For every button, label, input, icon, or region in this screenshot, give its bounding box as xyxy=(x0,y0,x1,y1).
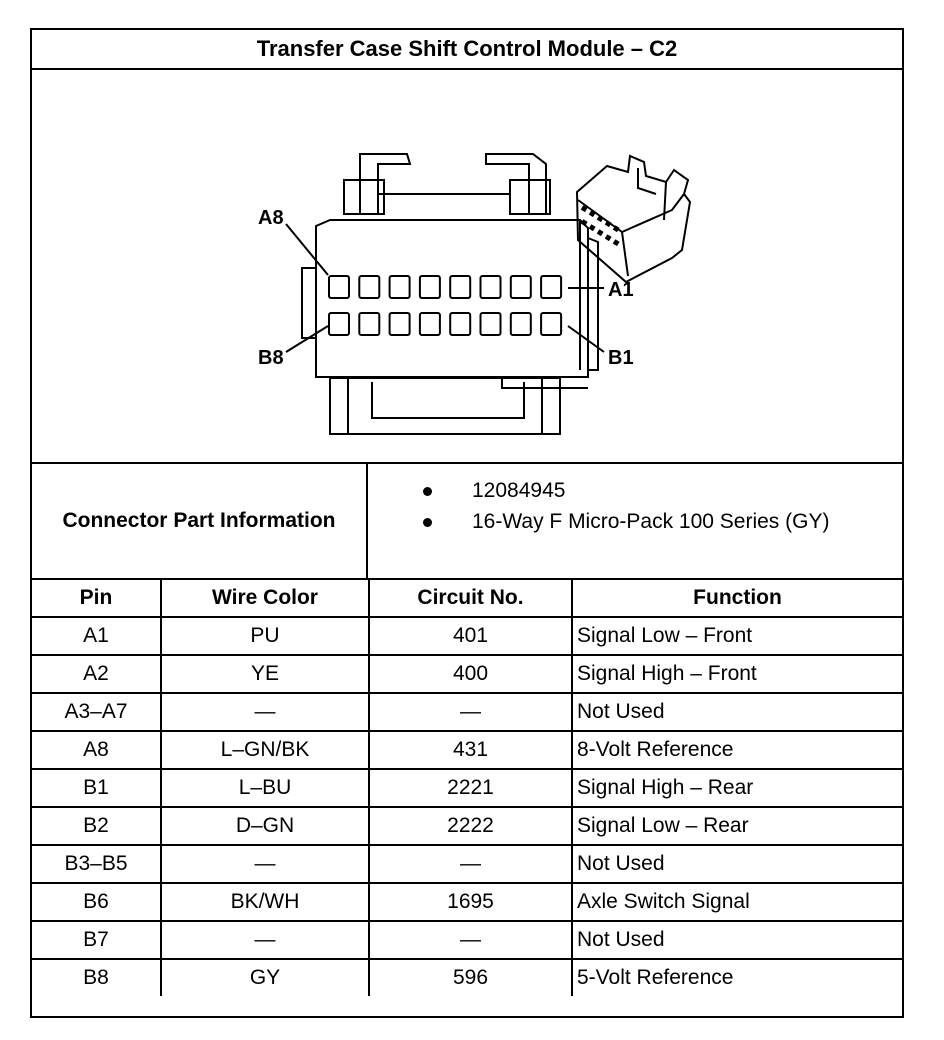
table-row: B7 — — Not Used xyxy=(32,920,902,960)
cavity-row-a-cavity xyxy=(449,275,472,299)
table-row: B1 L–BU 2221 Signal High – Rear xyxy=(32,768,902,808)
cell-function: Not Used xyxy=(571,920,902,960)
cavity-row-a-cavity xyxy=(509,275,532,299)
cell-pin: A8 xyxy=(32,730,162,770)
bullet-icon xyxy=(423,518,432,527)
connector-info-label: Connector Part Information xyxy=(32,464,368,578)
part-number: 12084945 xyxy=(472,479,566,502)
cell-pin: A2 xyxy=(32,654,162,694)
label-a8: A8 xyxy=(258,207,284,229)
cell-circuit: 2222 xyxy=(368,806,573,846)
connector-type-item: 16-Way F Micro-Pack 100 Series (GY) xyxy=(368,507,902,537)
cavity-row-a-cavity xyxy=(388,275,411,299)
cavity-row-b-cavity xyxy=(449,312,472,336)
cell-wire-color: — xyxy=(160,692,370,732)
cavity-row-a-cavity xyxy=(479,275,502,299)
cell-function: Not Used xyxy=(571,692,902,732)
cavity-row-b-cavity xyxy=(388,312,411,336)
label-a1: A1 xyxy=(608,279,634,301)
cell-wire-color: YE xyxy=(160,654,370,694)
cell-wire-color: L–BU xyxy=(160,768,370,808)
cell-wire-color: BK/WH xyxy=(160,882,370,922)
cell-circuit: — xyxy=(368,844,573,884)
connector-drawing: A8 A1 B8 B1 xyxy=(258,153,692,435)
cell-circuit: 596 xyxy=(368,958,573,996)
connector-info-list: 12084945 16-Way F Micro-Pack 100 Series … xyxy=(368,464,902,578)
cell-function: Signal High – Rear xyxy=(571,768,902,808)
cell-wire-color: PU xyxy=(160,616,370,656)
sheet-title: Transfer Case Shift Control Module – C2 xyxy=(32,30,902,70)
cell-function: Signal Low – Front xyxy=(571,616,902,656)
cavity-row-a-cavity xyxy=(540,275,563,299)
cell-circuit: 1695 xyxy=(368,882,573,922)
table-row: A1 PU 401 Signal Low – Front xyxy=(32,616,902,656)
table-row: A2 YE 400 Signal High – Front xyxy=(32,654,902,694)
cavity-row-a-cavity xyxy=(418,275,441,299)
table-row: B3–B5 — — Not Used xyxy=(32,844,902,884)
cell-pin: B8 xyxy=(32,958,162,996)
cell-function: 5-Volt Reference xyxy=(571,958,902,996)
cell-pin: B1 xyxy=(32,768,162,808)
table-header-row: Pin Wire Color Circuit No. Function xyxy=(32,580,902,618)
cell-wire-color: — xyxy=(160,920,370,960)
cell-function: Signal High – Front xyxy=(571,654,902,694)
connector-type: 16-Way F Micro-Pack 100 Series (GY) xyxy=(472,510,830,533)
cell-function: 8-Volt Reference xyxy=(571,730,902,770)
cavity-row-b-cavity xyxy=(328,312,350,336)
cell-function: Not Used xyxy=(571,844,902,884)
cell-pin: B7 xyxy=(32,920,162,960)
header-wire-color: Wire Color xyxy=(160,580,370,618)
cell-pin: A1 xyxy=(32,616,162,656)
cavity-row-b-cavity xyxy=(358,312,381,336)
cell-pin: B6 xyxy=(32,882,162,922)
cavity-row-a-cavity xyxy=(328,275,350,299)
table-row: A8 L–GN/BK 431 8-Volt Reference xyxy=(32,730,902,770)
cell-wire-color: L–GN/BK xyxy=(160,730,370,770)
cell-wire-color: D–GN xyxy=(160,806,370,846)
cavity-row-b-cavity xyxy=(509,312,532,336)
bullet-icon xyxy=(423,487,432,496)
connector-diagram: A8 A1 B8 B1 xyxy=(32,70,902,464)
cell-pin: B2 xyxy=(32,806,162,846)
cell-wire-color: — xyxy=(160,844,370,884)
connector-sheet: Transfer Case Shift Control Module – C2 xyxy=(30,28,904,1018)
table-row: B2 D–GN 2222 Signal Low – Rear xyxy=(32,806,902,846)
cell-circuit: — xyxy=(368,692,573,732)
cell-circuit: 431 xyxy=(368,730,573,770)
label-b8: B8 xyxy=(258,347,284,369)
cavity-row-b-cavity xyxy=(418,312,441,336)
label-b1: B1 xyxy=(608,347,634,369)
cavity-row-b-cavity xyxy=(540,312,563,336)
part-number-item: 12084945 xyxy=(368,476,902,506)
pin-cavities xyxy=(328,275,563,336)
cell-pin: A3–A7 xyxy=(32,692,162,732)
cell-function: Signal Low – Rear xyxy=(571,806,902,846)
cell-circuit: 400 xyxy=(368,654,573,694)
cell-function: Axle Switch Signal xyxy=(571,882,902,922)
pin-table: Pin Wire Color Circuit No. Function A1 P… xyxy=(32,580,902,996)
cell-circuit: 2221 xyxy=(368,768,573,808)
table-row: B8 GY 596 5-Volt Reference xyxy=(32,958,902,996)
connector-info: Connector Part Information 12084945 16-W… xyxy=(32,464,902,580)
cavity-row-b-cavity xyxy=(479,312,502,336)
cell-pin: B3–B5 xyxy=(32,844,162,884)
header-function: Function xyxy=(571,580,902,618)
cavity-row-a-cavity xyxy=(358,275,381,299)
table-row: B6 BK/WH 1695 Axle Switch Signal xyxy=(32,882,902,922)
cell-wire-color: GY xyxy=(160,958,370,996)
header-circuit-no: Circuit No. xyxy=(368,580,573,618)
header-pin: Pin xyxy=(32,580,162,618)
cell-circuit: 401 xyxy=(368,616,573,656)
cell-circuit: — xyxy=(368,920,573,960)
table-row: A3–A7 — — Not Used xyxy=(32,692,902,732)
